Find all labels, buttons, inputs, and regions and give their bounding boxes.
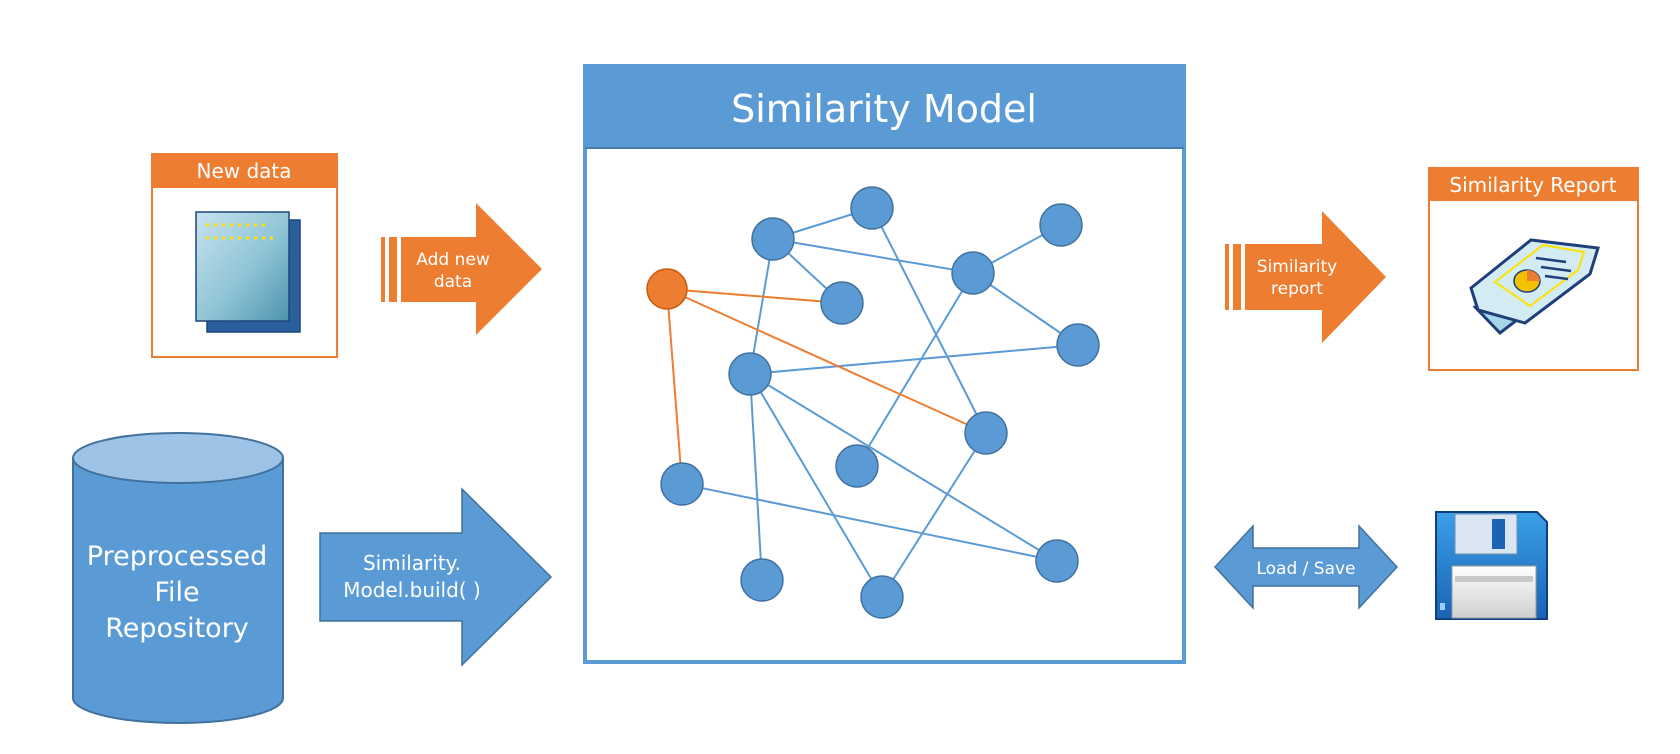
load-save-label: Load / Save xyxy=(1256,559,1355,579)
similarity-report-line1: Similarity xyxy=(1257,257,1337,277)
node xyxy=(951,251,995,295)
document-stack-icon xyxy=(195,211,301,333)
build-model-line1: Similarity. xyxy=(363,551,461,575)
repository-label-line2: File xyxy=(154,577,199,608)
floppy-disk-icon xyxy=(1435,511,1548,620)
new-data-node xyxy=(646,268,688,310)
report-document-icon xyxy=(1469,238,1600,336)
new-data-title: New data xyxy=(196,159,291,183)
similarity-model-title: Similarity Model xyxy=(731,87,1037,131)
load-save-arrow: Load / Save xyxy=(1213,524,1399,610)
add-new-data-line2: data xyxy=(434,272,472,292)
build-model-arrow: Similarity. Model.build( ) xyxy=(319,487,553,667)
similarity-report-box: Similarity Report xyxy=(1428,167,1639,371)
node xyxy=(660,462,704,506)
node xyxy=(1039,203,1083,247)
similarity-report-arrow: Similarity report xyxy=(1225,211,1386,343)
node xyxy=(1056,323,1100,367)
node xyxy=(751,217,795,261)
node xyxy=(820,281,864,325)
similarity-report-title: Similarity Report xyxy=(1449,173,1616,197)
repository-cylinder: Preprocessed File Repository xyxy=(72,432,284,724)
network-nodes xyxy=(646,186,1100,619)
build-model-line2: Model.build( ) xyxy=(343,578,481,602)
node xyxy=(850,186,894,230)
similarity-report-line2: report xyxy=(1271,279,1323,299)
repository-label-line1: Preprocessed xyxy=(87,541,267,572)
similarity-model-panel: Similarity Model xyxy=(583,64,1186,664)
highlighted-edges xyxy=(666,288,987,485)
node xyxy=(964,411,1008,455)
new-data-box: New data xyxy=(151,153,338,358)
add-new-data-arrow: Add new data xyxy=(381,203,542,335)
node xyxy=(728,352,772,396)
add-new-data-line1: Add new xyxy=(416,250,490,270)
node xyxy=(835,444,879,488)
node xyxy=(740,558,784,602)
node xyxy=(1035,539,1079,583)
node xyxy=(860,575,904,619)
repository-label-line3: Repository xyxy=(105,613,249,644)
